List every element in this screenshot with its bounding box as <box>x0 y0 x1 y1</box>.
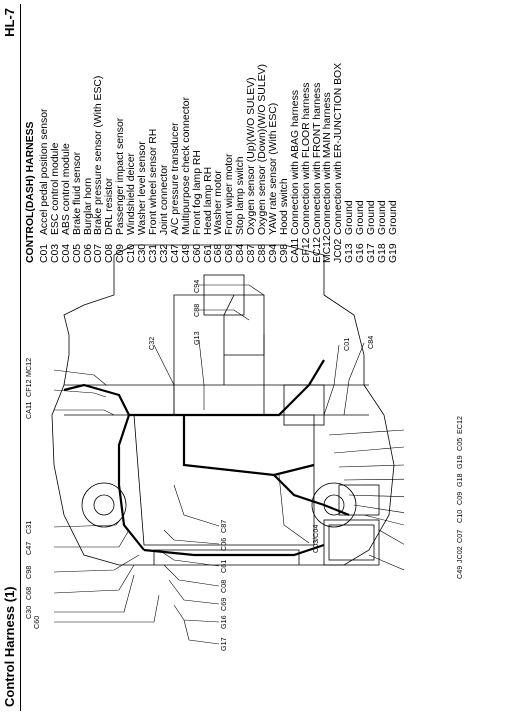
label-c47: C47 <box>24 541 33 555</box>
legend-code: C05 <box>71 243 83 263</box>
legend-row: C49 Multipurpose check connector <box>180 8 193 263</box>
label-c84: C84 <box>366 335 375 349</box>
legend-code: CF12 <box>300 237 312 263</box>
strut-left <box>81 482 127 528</box>
label-c87: C87 <box>219 519 228 533</box>
label-c05: C05 <box>455 437 464 451</box>
page-code: HL-7 <box>2 8 17 37</box>
legend-row: C05 Brake fluid sensor <box>71 8 84 263</box>
label-c06: C06 <box>219 537 228 551</box>
legend-code: C04 <box>60 243 72 263</box>
label-g19: G19 <box>455 455 464 469</box>
legend-description: Front fog lamp RH <box>191 150 203 235</box>
harness-trunk <box>117 359 325 551</box>
battery <box>323 519 380 566</box>
label-c32: C32 <box>147 336 156 350</box>
page-title: Control Harness (1) <box>2 586 17 707</box>
label-g18: G18 <box>455 473 464 487</box>
label-jc02: JC02 <box>455 546 464 563</box>
label-g16: G16 <box>219 615 228 629</box>
label-c07: C07 <box>455 529 464 543</box>
legend-title: CONTROL(DASH) HARNESS <box>25 121 36 263</box>
label-c68: C68 <box>24 586 33 600</box>
legend-description: Multipurpose check connector <box>180 96 192 235</box>
label-cf12: CF12 <box>24 379 33 397</box>
legend-code: G19 <box>387 243 399 263</box>
junction-box <box>338 484 380 516</box>
label-c60: C60 <box>32 615 41 629</box>
label-c49: C49 <box>455 565 464 579</box>
label-c01: C01 <box>342 337 351 351</box>
label-c09: C09 <box>455 491 464 505</box>
legend-row: CF12 Connection with FLOOR harness <box>300 8 313 263</box>
legend-row: C60 Front fog lamp RH <box>191 8 204 263</box>
label-g13: G13 <box>192 331 201 345</box>
label-c30: C30 <box>24 605 33 619</box>
label-c69: C69 <box>219 597 228 611</box>
label-c10: C10 <box>455 509 464 523</box>
label-c08: C08 <box>219 579 228 593</box>
legend-description: Connection with FLOOR harness <box>300 82 312 235</box>
legend-description: Brake fluid sensor <box>71 151 83 235</box>
label-c98: C98 <box>24 565 33 579</box>
strut-right <box>311 482 357 528</box>
legend-description: ABS control module <box>60 143 72 235</box>
body-outline <box>51 244 395 566</box>
legend-row: G19 Ground <box>387 8 400 263</box>
header-divider <box>20 4 21 711</box>
label-c94: C94 <box>192 279 201 293</box>
legend-description: Ground <box>387 200 399 235</box>
label-ca11: CA11 <box>24 401 33 419</box>
label-c31: C31 <box>24 520 33 534</box>
legend-code: C60 <box>191 243 203 263</box>
label-g17: G17 <box>219 637 228 651</box>
harness-diagram <box>51 244 404 645</box>
bottom-labels: C49 JC02 C07 C10 C09 G18 G19 C05 EC12 <box>455 0 471 715</box>
legend-row: C04 ABS control module <box>60 8 73 263</box>
label-c88: C88 <box>192 303 201 317</box>
legend-code: C49 <box>180 243 192 263</box>
label-mc12: MC12 <box>24 357 33 377</box>
label-ec12: EC12 <box>455 416 464 434</box>
label-c61: C61 <box>219 559 228 573</box>
label-c03c04: C03/C04 <box>311 524 320 553</box>
